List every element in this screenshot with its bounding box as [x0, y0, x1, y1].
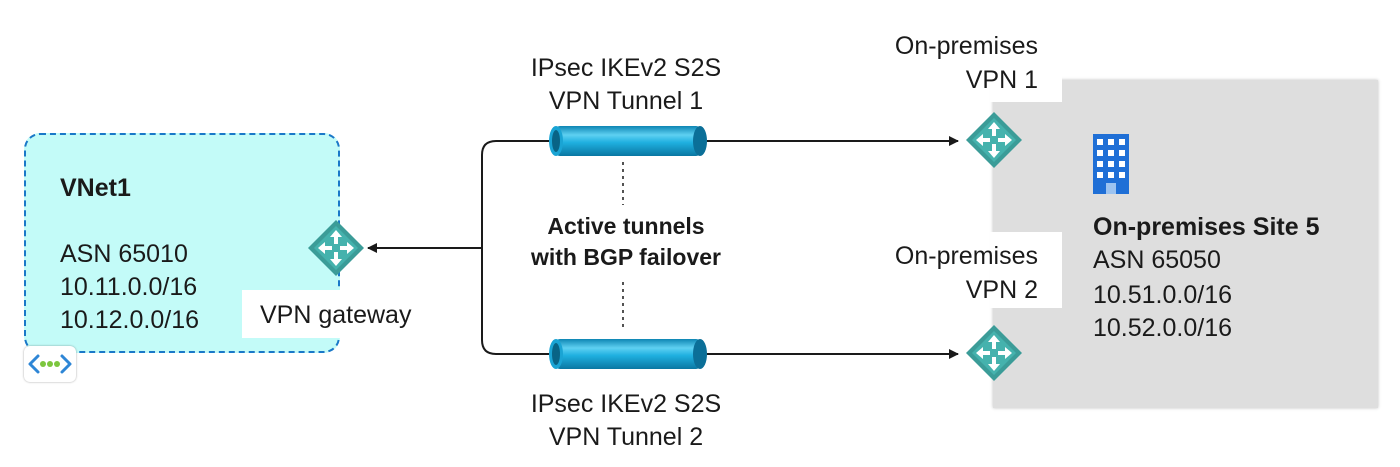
- failover-note-line2: with BGP failover: [530, 244, 721, 270]
- site-prefix-2: 10.52.0.0/16: [1093, 314, 1233, 342]
- router-icon[interactable]: [306, 218, 366, 278]
- vpn2-label-bg: [990, 232, 1062, 308]
- building-icon: [1092, 133, 1130, 195]
- router-icon[interactable]: [964, 323, 1024, 383]
- vpn2-label-line2: VPN 2: [965, 276, 1038, 304]
- vnet-prefix-2: 10.12.0.0/16: [60, 306, 200, 334]
- gateway-label-bg: [242, 290, 340, 338]
- vpn-tunnel-1[interactable]: [548, 124, 708, 158]
- gateway-label: VPN gateway: [260, 301, 412, 329]
- site-asn: ASN 65050: [1093, 246, 1221, 274]
- vpn1-label-bg: [990, 74, 1062, 102]
- vnet-name: VNet1: [60, 174, 131, 202]
- failover-note-line1: Active tunnels: [547, 213, 705, 239]
- tunnel2-label-line2: VPN Tunnel 2: [548, 423, 704, 451]
- site-name: On-premises Site 5: [1093, 213, 1320, 241]
- site-prefix-1: 10.51.0.0/16: [1093, 281, 1233, 309]
- vpn-tunnel-2[interactable]: [548, 337, 708, 371]
- vpn1-label-line2: VPN 1: [965, 66, 1038, 94]
- vnet-prefix-1: 10.11.0.0/16: [60, 273, 198, 301]
- router-icon[interactable]: [964, 110, 1024, 170]
- vpn2-label-line1: On-premises: [894, 242, 1038, 270]
- vnet-asn: ASN 65010: [60, 240, 188, 268]
- tunnel1-label-line1: IPsec IKEv2 S2S: [530, 54, 722, 82]
- vpn1-label-line1: On-premises: [894, 32, 1038, 60]
- tunnel1-label-line2: VPN Tunnel 1: [548, 87, 704, 115]
- tunnel2-label-line1: IPsec IKEv2 S2S: [530, 390, 722, 418]
- virtual-network-icon: [24, 346, 76, 382]
